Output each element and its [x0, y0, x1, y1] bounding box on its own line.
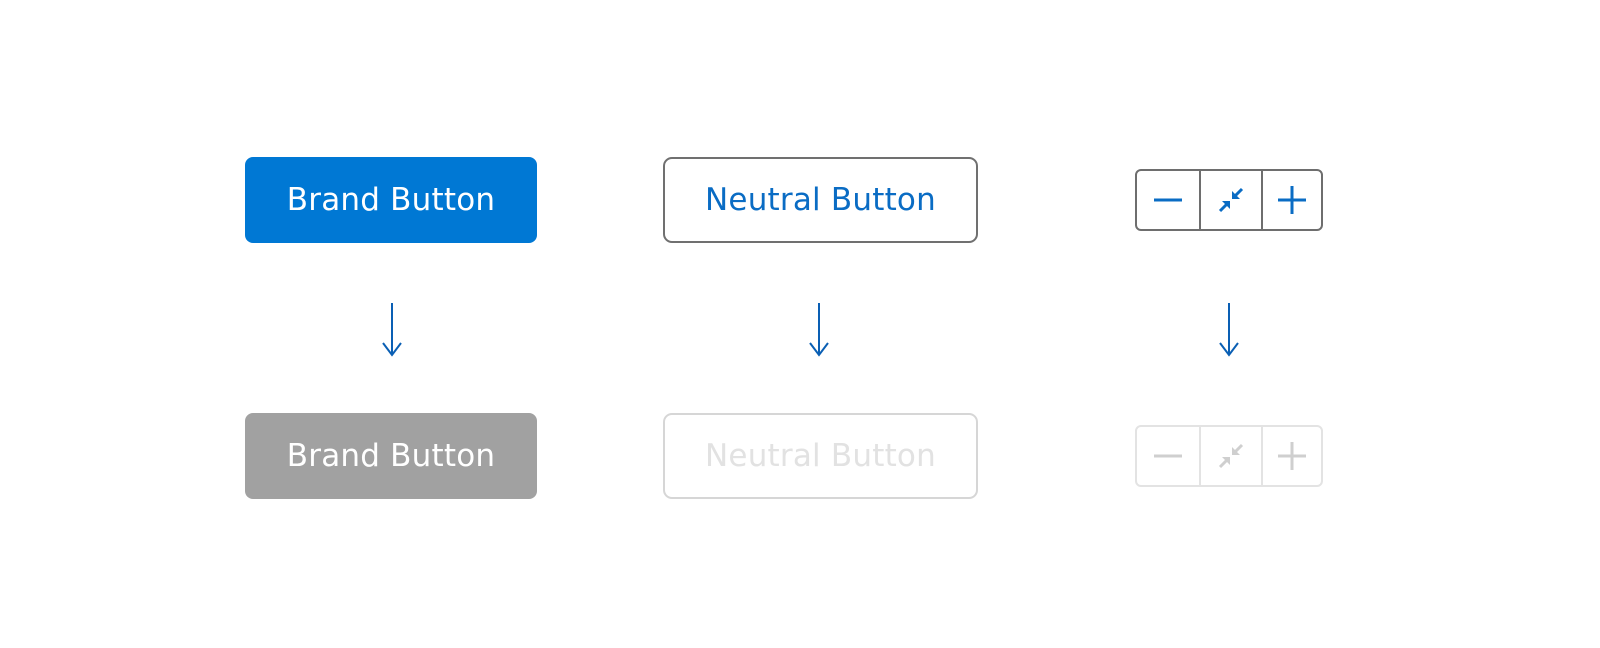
arrow-down-icon [382, 303, 402, 357]
arrow-down-icon [1219, 303, 1239, 357]
plus-icon [1278, 442, 1306, 470]
collapse-arrows-icon [1218, 187, 1244, 213]
minus-icon [1154, 198, 1182, 202]
brand-button-disabled: Brand Button [245, 413, 537, 499]
arrow-down-icon [809, 303, 829, 357]
zoom-button-group [1135, 169, 1323, 231]
minus-icon [1154, 454, 1182, 458]
fit-button[interactable] [1199, 171, 1261, 229]
collapse-arrows-icon [1218, 443, 1244, 469]
plus-icon [1278, 186, 1306, 214]
zoom-in-button[interactable] [1261, 171, 1321, 229]
neutral-button[interactable]: Neutral Button [663, 157, 978, 243]
zoom-out-button-disabled [1137, 427, 1199, 485]
zoom-in-button-disabled [1261, 427, 1321, 485]
neutral-button-disabled: Neutral Button [663, 413, 978, 499]
brand-button[interactable]: Brand Button [245, 157, 537, 243]
zoom-button-group-disabled [1135, 425, 1323, 487]
fit-button-disabled [1199, 427, 1261, 485]
zoom-out-button[interactable] [1137, 171, 1199, 229]
